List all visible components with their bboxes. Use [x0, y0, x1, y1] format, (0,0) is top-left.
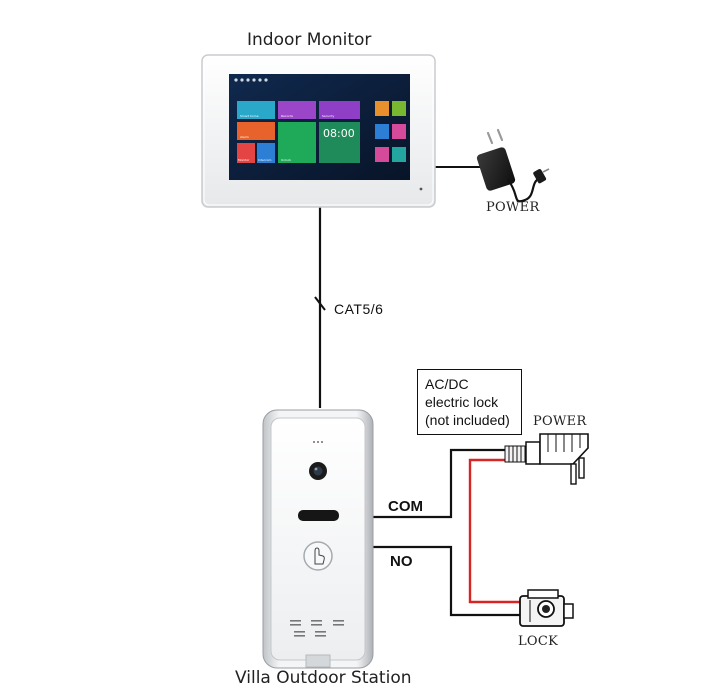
tile-extra-1	[375, 147, 389, 162]
power-label-right: POWER	[533, 414, 587, 429]
tile-unlock: Unlock	[278, 122, 316, 163]
cable-label: CAT5/6	[334, 301, 384, 317]
no-wire	[372, 545, 520, 617]
indoor-monitor-title: Indoor Monitor	[247, 30, 372, 50]
monitor-screen-ui: Smart home Records Security Alarm Unlock…	[229, 74, 410, 180]
monitor-indicator-led	[419, 187, 423, 191]
tile-label: Intercom	[258, 158, 272, 162]
tile-message	[375, 124, 389, 139]
tile-label: Monitor	[238, 158, 250, 162]
tile-security: Security	[319, 101, 360, 119]
call-button	[303, 541, 333, 571]
outdoor-station-title: Villa Outdoor Station	[235, 668, 412, 688]
tile-info	[392, 124, 406, 139]
com-wire	[372, 448, 505, 519]
power-plug-right	[504, 433, 589, 485]
note-line-3: (not included)	[425, 412, 510, 428]
cable-tick-mark	[314, 296, 326, 311]
com-terminal-label: COM	[388, 498, 423, 515]
tile-records: Records	[278, 101, 316, 119]
tile-smart-home: Smart home	[237, 101, 275, 119]
tile-label: Alarm	[240, 135, 249, 139]
tile-label: Unlock	[281, 158, 292, 162]
tile-visitor	[375, 101, 389, 116]
ir-sensor-strip	[298, 510, 339, 521]
tile-intercom: Intercom	[257, 143, 275, 163]
lock-label: LOCK	[518, 634, 559, 649]
outdoor-station	[262, 409, 374, 669]
tile-monitor: Monitor	[237, 143, 255, 163]
clock-display: 08:00	[323, 127, 355, 140]
tile-extra-2	[392, 147, 406, 162]
no-terminal-label: NO	[390, 553, 413, 570]
electric-lock	[519, 589, 574, 627]
tile-label: Records	[281, 114, 293, 118]
red-lock-wire	[468, 458, 520, 604]
tile-clock: 08:00	[319, 122, 360, 163]
tile-alarm: Alarm	[237, 122, 275, 140]
lock-note-box: AC/DC electric lock (not included)	[417, 369, 522, 435]
tile-settings	[392, 101, 406, 116]
tile-label: Security	[322, 114, 335, 118]
note-line-1: AC/DC	[425, 376, 469, 392]
power-adapter-top	[476, 128, 550, 203]
power-label-top: POWER	[486, 200, 540, 215]
tile-label: Smart home	[240, 114, 259, 118]
note-line-2: electric lock	[425, 394, 499, 410]
